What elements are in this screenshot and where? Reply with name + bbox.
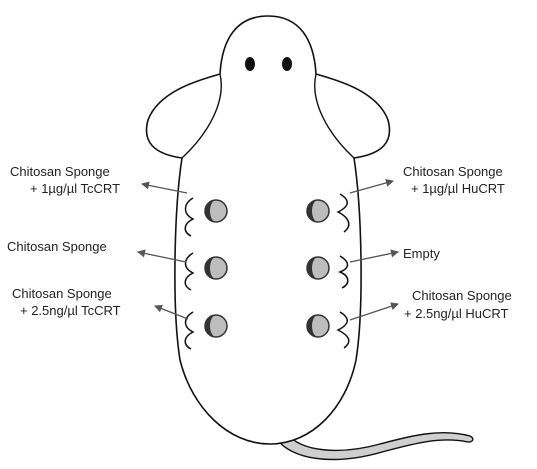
right-label-3-line1: Chitosan Sponge (412, 288, 512, 303)
right-label-2-line1: Empty (403, 246, 440, 261)
right-label-1-line2: + 1µg/µl HuCRT (411, 181, 505, 196)
right-label-1-line1: Chitosan Sponge (403, 164, 503, 179)
left-label-1-line1: Chitosan Sponge (10, 164, 110, 179)
right-eye (282, 57, 292, 71)
right-label-3-line2: + 2.5ng/µl HuCRT (404, 306, 508, 321)
left-label-3-line1: Chitosan Sponge (12, 286, 112, 301)
left-label-2-line1: Chitosan Sponge (7, 239, 107, 254)
left-eye (245, 57, 255, 71)
mouse-tail (280, 433, 473, 460)
mouse-body (146, 16, 389, 444)
left-label-1-line2: + 1µg/µl TcCRT (30, 181, 120, 196)
left-label-3-line2: + 2.5ng/µl TcCRT (20, 303, 121, 318)
